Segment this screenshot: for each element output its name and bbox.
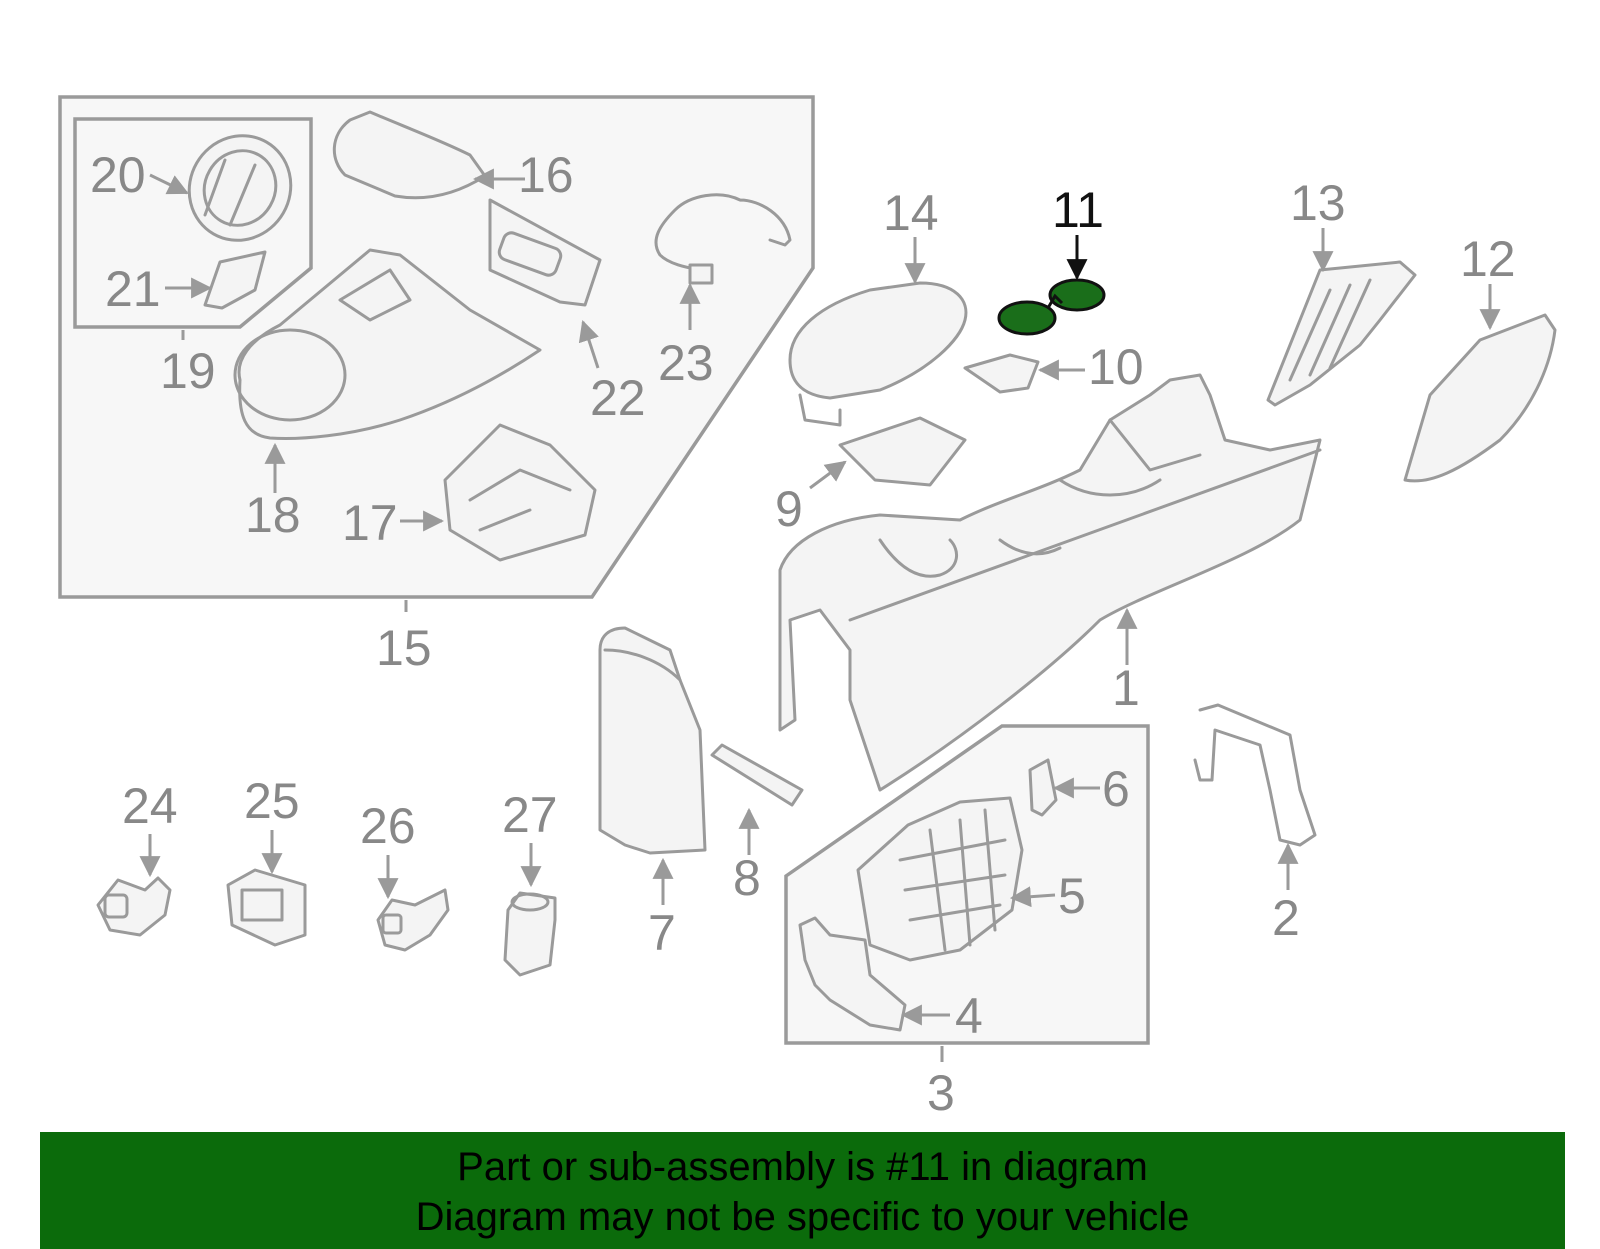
- part-7-rear-cover: [598, 626, 707, 855]
- callout-22: 22: [590, 370, 646, 426]
- callout-8: 8: [733, 850, 761, 906]
- callout-4: 4: [955, 988, 983, 1044]
- part-20-shift-bezel: [187, 134, 293, 242]
- leader-22: [578, 320, 600, 369]
- part-9-mat: [838, 416, 967, 487]
- callout-3: 3: [927, 1065, 955, 1121]
- leader-20: [149, 173, 189, 195]
- leader-5: [1009, 886, 1056, 908]
- banner-line-2: Diagram may not be specific to your vehi…: [415, 1195, 1190, 1239]
- part-10-clip: [963, 353, 1040, 394]
- callout-27: 27: [502, 787, 558, 843]
- callout-12: 12: [1460, 231, 1516, 287]
- callout-11: 11: [1052, 182, 1104, 238]
- part-17-bracket: [443, 423, 597, 562]
- part-1-console-body: [778, 373, 1322, 792]
- leader-9: [809, 460, 847, 490]
- part-25-switch: [226, 868, 307, 947]
- part-27-usb-port: [503, 891, 557, 977]
- part-13-side-panel: [1266, 260, 1417, 407]
- part-2-bracket: [1193, 703, 1317, 847]
- part-8-strip: [710, 743, 804, 807]
- callout-20: 20: [90, 147, 146, 203]
- part-16-lid: [332, 110, 487, 200]
- part-26-outlet: [376, 888, 450, 952]
- part-23-harness: [654, 193, 792, 280]
- callout-24: 24: [122, 778, 178, 834]
- callout-25: 25: [244, 773, 300, 829]
- part-12-side-cover: [1403, 313, 1557, 483]
- callout-16: 16: [518, 147, 574, 203]
- part-21-switch: [203, 250, 267, 310]
- callout-9: 9: [775, 481, 803, 537]
- callout-5: 5: [1058, 868, 1086, 924]
- banner-line-1: Part or sub-assembly is #11 in diagram: [457, 1145, 1148, 1189]
- part-11-cup-holder-insert: [997, 278, 1106, 336]
- callout-1: 1: [1112, 660, 1140, 716]
- callout-26: 26: [360, 798, 416, 854]
- callout-21: 21: [105, 261, 161, 317]
- callout-17: 17: [342, 495, 398, 551]
- callout-23: 23: [658, 335, 714, 391]
- callout-18: 18: [245, 487, 301, 543]
- info-banner: Part or sub-assembly is #11 in diagram D…: [40, 1132, 1565, 1249]
- part-14-armrest: [788, 281, 968, 427]
- callout-15: 15: [376, 620, 432, 676]
- part-6-clip: [1028, 758, 1058, 817]
- part-23-connector: [688, 263, 714, 285]
- callout-2: 2: [1272, 890, 1300, 946]
- part-22-switch-panel: [488, 198, 602, 307]
- callout-14: 14: [883, 185, 939, 241]
- callout-13: 13: [1290, 175, 1346, 231]
- part-5-storage-box: [856, 796, 1024, 962]
- part-24-outlet: [96, 876, 172, 937]
- part-18-console-trim: [233, 248, 542, 440]
- callout-6: 6: [1102, 761, 1130, 817]
- callout-10: 10: [1088, 339, 1144, 395]
- callout-19: 19: [160, 343, 216, 399]
- callout-7: 7: [648, 905, 676, 961]
